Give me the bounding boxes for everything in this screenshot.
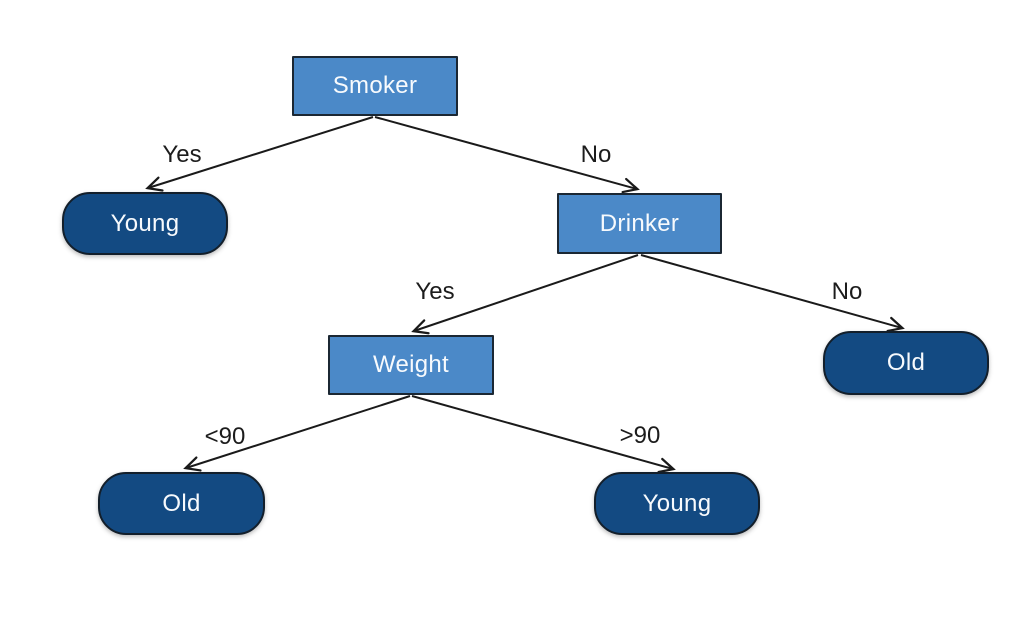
edge-label-smoker-yes: Yes: [162, 141, 202, 168]
edge-label-weight-lt90: <90: [204, 423, 246, 450]
node-smoker-label: Smoker: [332, 72, 418, 99]
node-weight: Weight: [328, 335, 494, 395]
node-young-bottom-right: Young: [594, 472, 760, 535]
node-old-bottom-left: Old: [98, 472, 265, 535]
node-drinker-label: Drinker: [599, 209, 680, 237]
edge-label-weight-gt90: >90: [619, 422, 661, 449]
node-young-left: Young: [62, 192, 228, 255]
edge-drinker-to-old: [640, 254, 905, 333]
node-old-bottom-left-label: Old: [162, 489, 201, 517]
node-smoker: Smoker: [292, 56, 458, 116]
node-old-right-label: Old: [886, 349, 926, 376]
edge-label-drinker-no: No: [831, 278, 863, 305]
node-drinker: Drinker: [557, 193, 722, 254]
node-young-left-label: Young: [110, 209, 180, 237]
edge-label-drinker-yes: Yes: [415, 278, 455, 305]
node-young-bottom-right-label: Young: [642, 489, 712, 517]
edge-label-smoker-no: No: [580, 141, 612, 168]
node-old-right: Old: [823, 331, 989, 395]
node-weight-label: Weight: [372, 351, 450, 378]
